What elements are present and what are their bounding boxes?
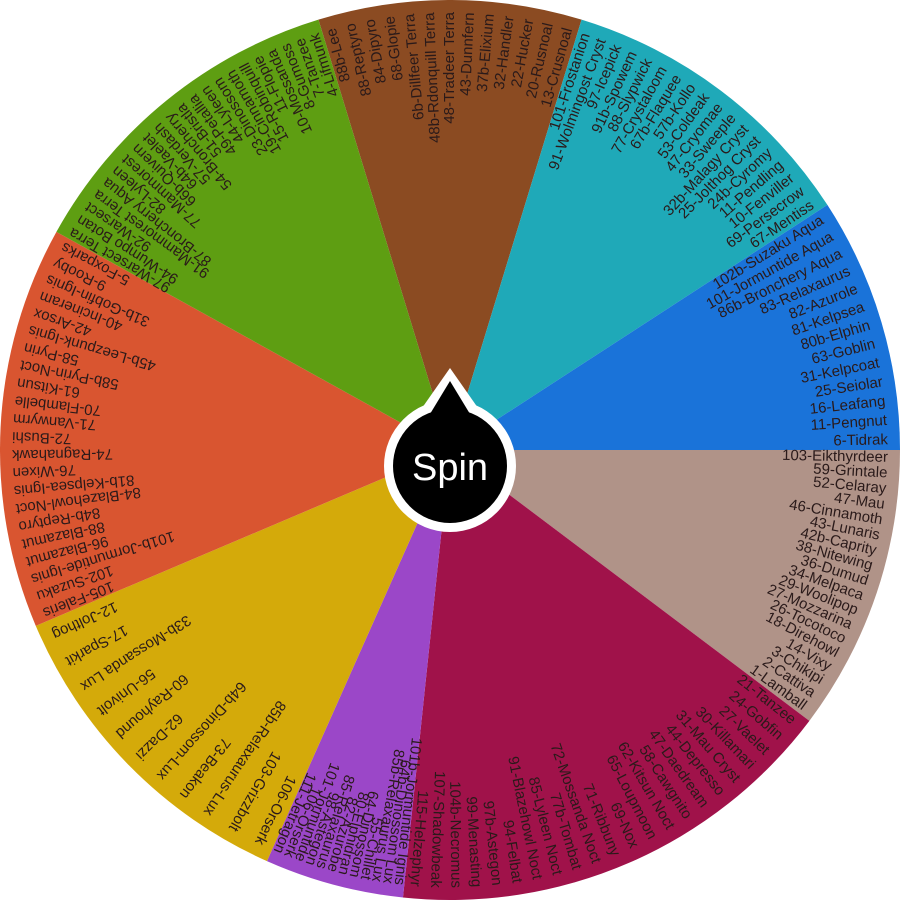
wheel-entry-label: 104b-Necromus	[446, 781, 464, 888]
spin-button[interactable]: Spin	[384, 368, 516, 532]
wheel-entry-label: 71-Vanwyrm	[13, 410, 97, 433]
pointer-tip	[430, 381, 470, 414]
sector-grass	[56, 19, 451, 450]
wheel-entry-label: 11-Pengnut	[810, 412, 888, 434]
sector-fire	[0, 231, 450, 626]
sector-electric	[35, 450, 451, 862]
wheel-entry-label: 52-Celaray	[812, 474, 887, 498]
wheel-entry-label: 72-Bushi	[12, 428, 72, 447]
spin-button-face	[393, 409, 507, 523]
sector-earth	[318, 0, 582, 450]
wheel-entry-label: 48-Tradeer Terra	[441, 11, 458, 123]
wheel-entry-label: 76-Wixen	[12, 461, 76, 481]
wheel-entry-label: 43-Dunnfern	[457, 12, 478, 96]
sector-neutral	[450, 450, 900, 721]
sector-blue	[450, 204, 900, 450]
wheel-entry-label: 74-Ragnahawk	[11, 445, 113, 463]
sector-dark	[402, 450, 810, 900]
wheel-entry-label: 47-Mau	[833, 490, 886, 513]
wheel-entry-label: 103-Eikthyrdeer	[782, 447, 888, 466]
wheel-entry-label: 107-Shadowbeak	[427, 771, 448, 889]
sector-dragon	[266, 450, 450, 898]
wheel-entry-label: 6-Tidrak	[833, 431, 888, 449]
sector-cyan	[450, 19, 828, 450]
wheel-entry-label: 48b-Rdonquill Terra	[421, 11, 444, 143]
wheel-entry-label: 59-Grintale	[813, 461, 888, 482]
spin-label: Spin	[412, 447, 488, 489]
wheel-entry-label: 99-Menasting	[463, 796, 485, 888]
